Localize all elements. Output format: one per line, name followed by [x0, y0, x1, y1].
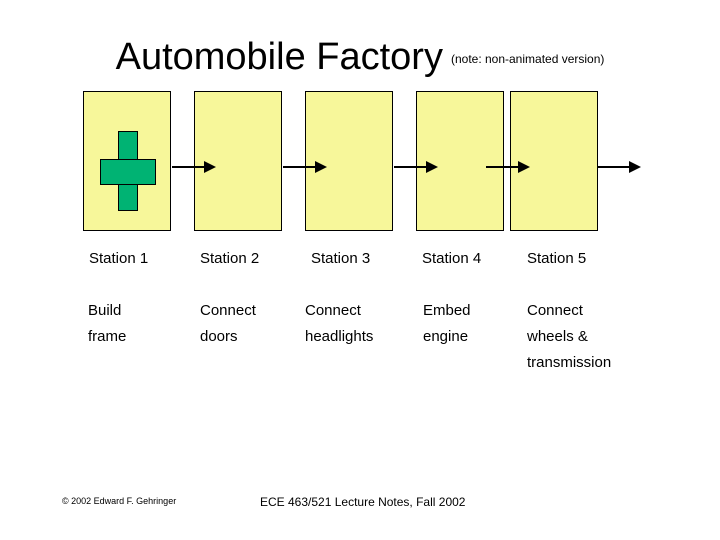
station-label-5: Station 5: [527, 250, 587, 267]
arrow-shaft: [283, 166, 317, 168]
arrow-shaft: [486, 166, 520, 168]
title-note: (note: non-animated version): [450, 52, 605, 66]
station-label-1: Station 1: [89, 250, 149, 267]
arrow-icon-2: [283, 161, 327, 173]
station-task-5: Connect wheels & transmission: [527, 302, 612, 371]
arrow-head: [426, 161, 438, 173]
station-label-4: Station 4: [422, 250, 482, 267]
arrow-icon-1: [172, 161, 216, 173]
station-label-2: Station 2: [200, 250, 260, 267]
arrow-icon-5: [597, 161, 641, 173]
course-note-text: ECE 463/521 Lecture Notes, Fall 2002: [260, 495, 466, 509]
copyright-text: © 2002 Edward F. Gehringer: [62, 496, 177, 506]
car-frame-icon: [100, 131, 156, 211]
arrow-head: [629, 161, 641, 173]
station-label-3: Station 3: [311, 250, 371, 267]
arrow-shaft: [597, 166, 631, 168]
arrow-shaft: [394, 166, 428, 168]
station-task-2: Connect doors: [200, 302, 256, 345]
station-task-3: Connect headlights: [305, 302, 374, 345]
title-text: Automobile Factory: [115, 36, 443, 78]
arrow-shaft: [172, 166, 206, 168]
frame-center-fill: [119, 160, 137, 184]
arrow-head: [518, 161, 530, 173]
station-task-1: Build frame: [88, 302, 127, 345]
page-title: Automobile Factory (note: non-animated ve…: [0, 36, 720, 79]
arrow-head: [204, 161, 216, 173]
station-task-4: Embed engine: [423, 302, 471, 345]
arrow-head: [315, 161, 327, 173]
arrow-icon-3: [394, 161, 438, 173]
arrow-icon-4: [486, 161, 530, 173]
